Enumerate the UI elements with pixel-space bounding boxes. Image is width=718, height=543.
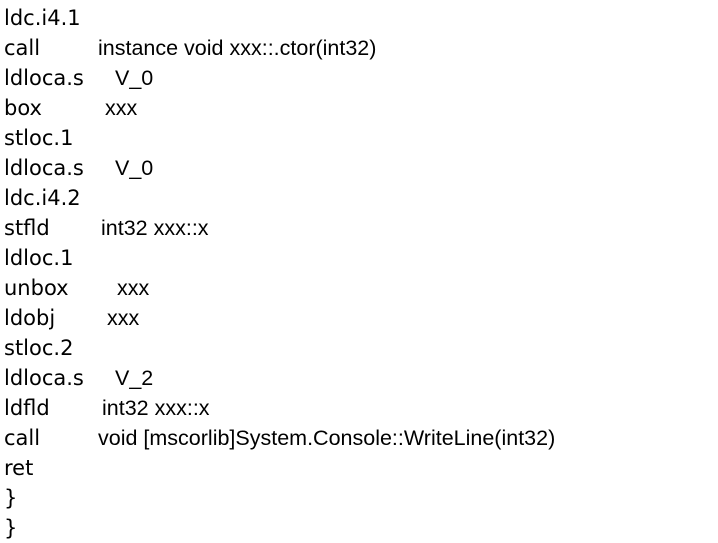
operand: void [mscorlib]System.Console::WriteLine… — [98, 426, 556, 450]
opcode: ldloca.s — [4, 156, 84, 180]
opcode: unbox — [4, 276, 69, 300]
operand: instance void xxx::.ctor(int32) — [98, 36, 377, 60]
operand: V_0 — [115, 66, 154, 90]
opcode: ldloca.s — [4, 366, 84, 390]
opcode: stloc.1 — [4, 126, 74, 150]
closing-brace: } — [4, 486, 18, 510]
opcode: ldc.i4.1 — [4, 6, 81, 30]
opcode: ret — [4, 456, 34, 480]
operand: int32 xxx::x — [101, 216, 209, 240]
closing-brace: } — [4, 516, 18, 540]
opcode: stloc.2 — [4, 336, 74, 360]
opcode: ldfld — [4, 396, 50, 420]
opcode: call — [4, 426, 41, 450]
opcode: ldc.i4.2 — [4, 186, 81, 210]
operand: xxx — [105, 96, 138, 120]
operand: xxx — [107, 306, 140, 330]
operand: V_2 — [115, 366, 154, 390]
operand: xxx — [117, 276, 150, 300]
opcode: box — [4, 96, 42, 120]
opcode: call — [4, 36, 41, 60]
opcode: stfld — [4, 216, 50, 240]
operand: int32 xxx::x — [102, 396, 210, 420]
opcode: ldloc.1 — [4, 246, 74, 270]
operand: V_0 — [115, 156, 154, 180]
opcode: ldobj — [4, 306, 56, 330]
opcode: ldloca.s — [4, 66, 84, 90]
